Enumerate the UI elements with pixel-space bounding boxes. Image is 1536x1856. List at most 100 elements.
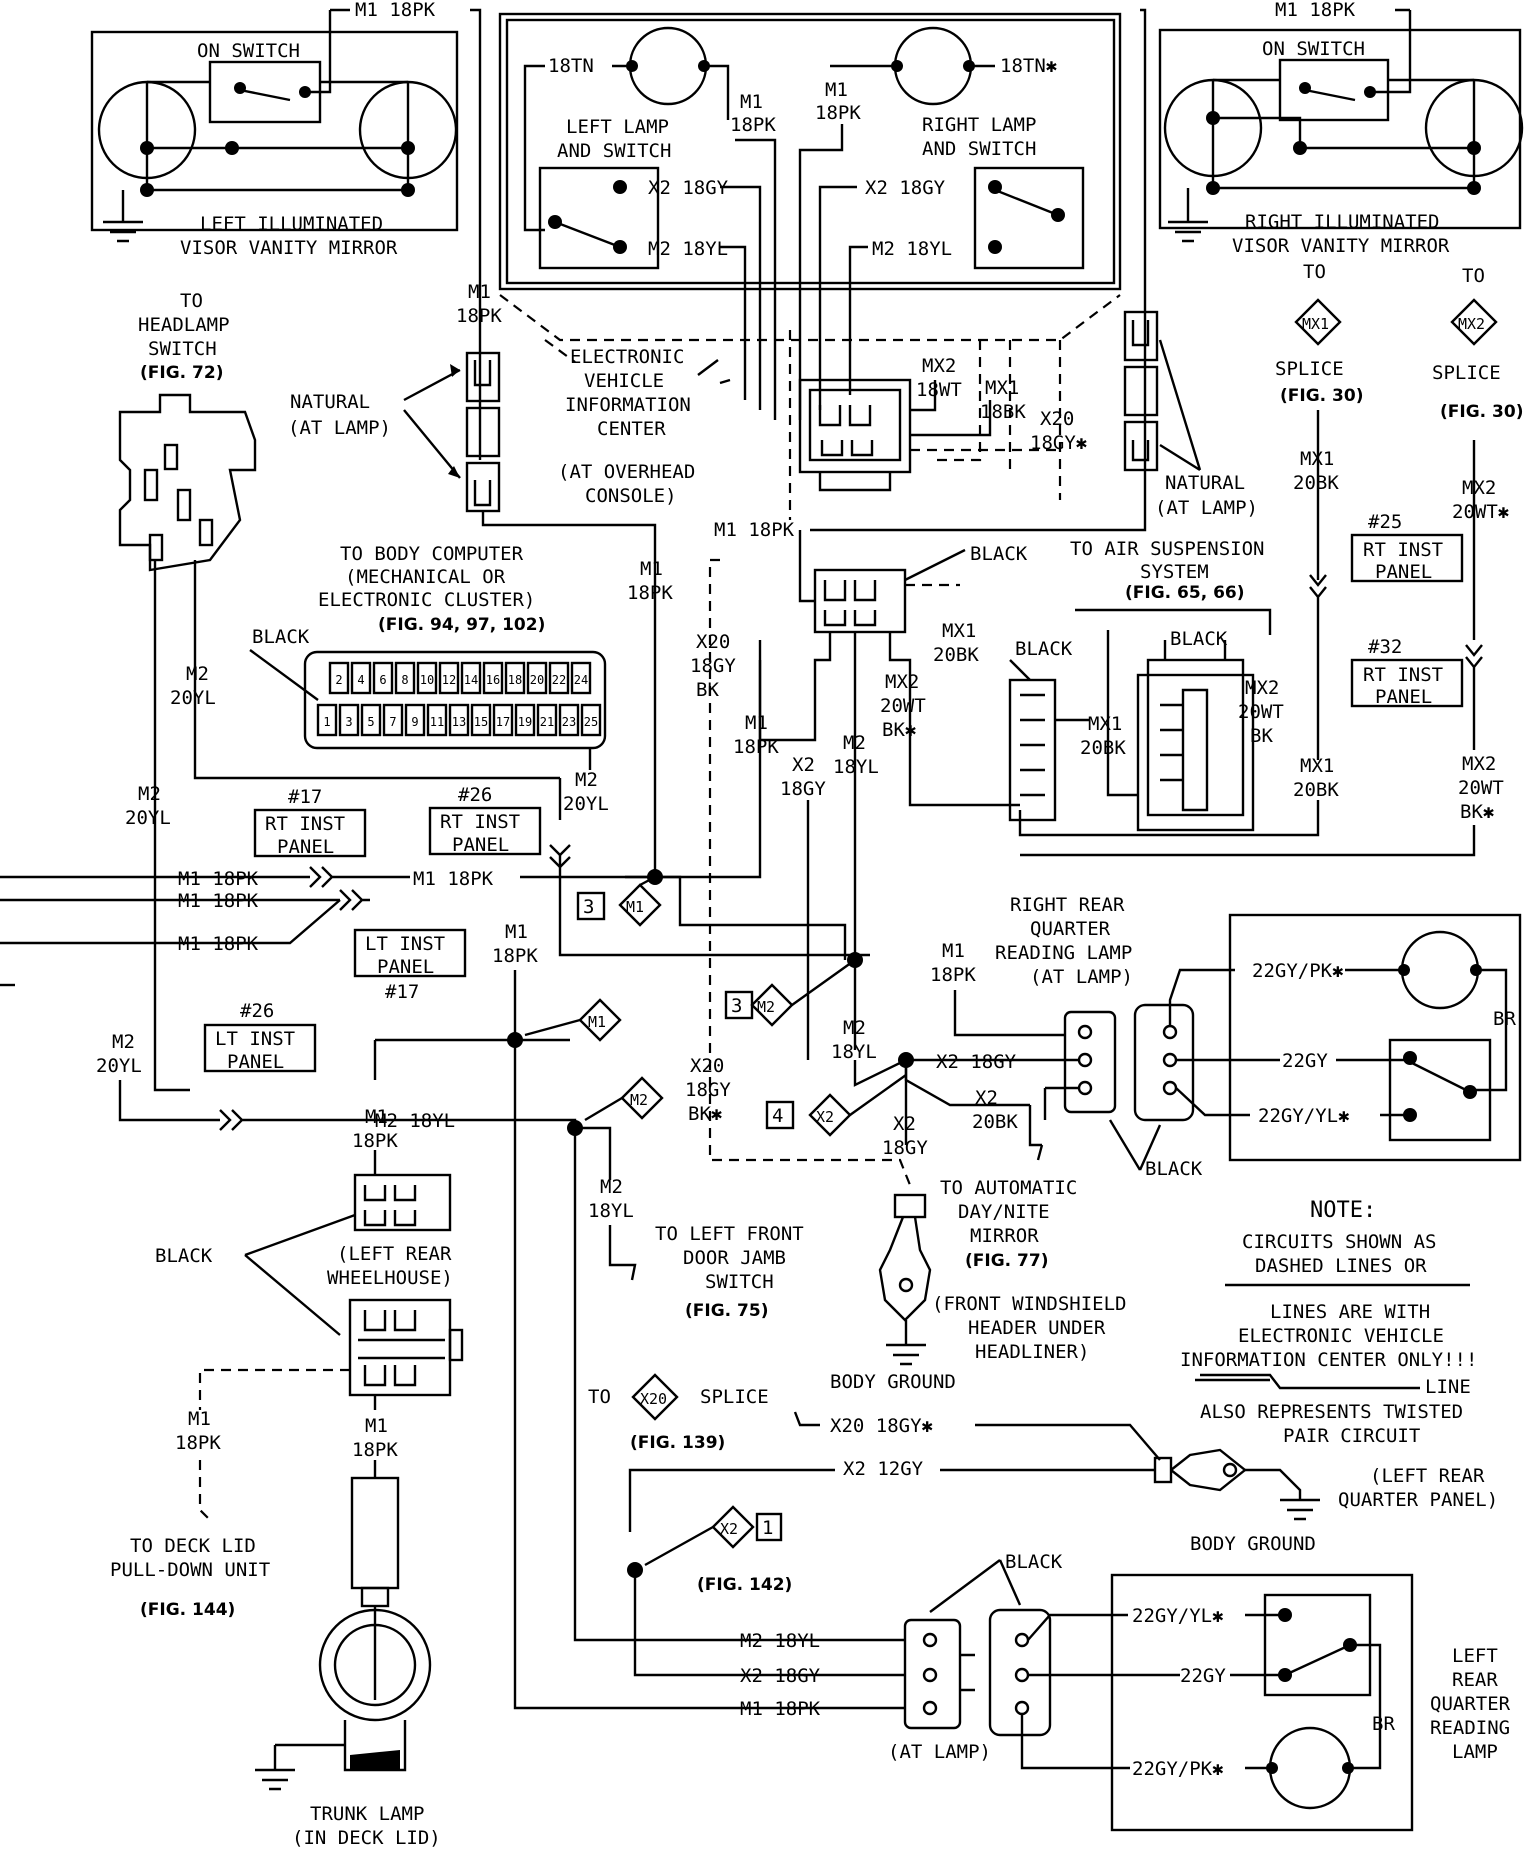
left-rear-reading-lamp: M2 18YL X2 18GY M1 18PK BLACK (AT LAMP) … [740,1551,1511,1832]
num26-b: #26 [240,1000,274,1022]
m2-18yl-h: M2 18YL [375,1110,455,1132]
pin-number: 3 [345,715,352,729]
x2-18gy-left: X2 18GY [648,177,729,199]
x2-18gy-c1: X2 [792,754,815,776]
x2-18gy-c2: 18GY [780,778,826,800]
m2-18yl-v1: M2 [600,1176,623,1198]
right-visor-label-2: VISOR VANITY MIRROR [1232,235,1450,257]
fig30-mx1: (FIG. 30) [1280,386,1363,406]
x20-bk-1: X20 [690,1055,724,1077]
pin-cell [328,661,350,695]
m1-label-b: M1 [825,79,848,101]
m1-18pk-h1: M1 18PK [178,868,259,890]
m2-20yl-c1: M2 [112,1031,135,1053]
note: NOTE: CIRCUITS SHOWN AS DASHED LINES OR … [1180,1198,1477,1447]
pk18-center-1: 18PK [627,582,673,604]
mx1-20bk-air1: MX1 [1088,713,1122,735]
num26-a: #26 [458,784,492,806]
m1-trunk-1: M1 [365,1415,388,1437]
pin-cell [372,661,394,695]
br-b: BR [1372,1713,1395,1735]
natural-connectors: M1 18PK NATURAL (AT LAMP) NATURAL (AT LA… [288,281,1258,870]
fig139: (FIG. 139) [630,1433,725,1453]
m2-18yl-b: M2 18YL [740,1630,820,1652]
overhead-1: (AT OVERHEAD [558,461,695,483]
fig77: (FIG. 77) [965,1251,1048,1271]
note-2: DASHED LINES OR [1255,1255,1427,1277]
to-left-front-3: SWITCH [705,1271,774,1293]
mx1-20bk-r3: MX1 [1300,755,1334,777]
evic-4: CENTER [597,418,666,440]
m2-20yl-b1: M2 [138,783,161,805]
m2-20yl-d2: 20YL [563,793,609,815]
x20-c2: 18GY [690,655,736,677]
to-x20: TO [588,1386,611,1408]
num17-b: #17 [385,981,419,1003]
fig30-mx2: (FIG. 30) [1440,402,1523,422]
lower-center: M2 18YL M1 M2 M2 18YL TO LEFT FRONT DOOR… [110,998,870,1849]
gy22-a: 22GY [1282,1050,1328,1072]
left-rear-qp-2: QUARTER PANEL) [1338,1489,1498,1511]
m2-20yl-b2: 20YL [125,807,171,829]
tn18-right: 18TN✱ [1000,55,1057,77]
black-lr: BLACK [1005,1551,1063,1573]
mx2-20wt-bk-r2: 20WT [1458,777,1504,799]
pin-number: 21 [540,715,554,729]
pin-cell [438,661,460,695]
m2-20yl-a1: M2 [186,663,209,685]
m2-20yl-c2: 20YL [96,1055,142,1077]
x2-diamond-b: X2 [720,1520,738,1538]
to-body-2: (MECHANICAL OR [345,566,506,588]
trunk-1: TRUNK LAMP [310,1803,424,1825]
trunk-2: (IN DECK LID) [292,1827,441,1849]
panel-32: PANEL [1375,686,1432,708]
x2-18gy-right: X2 18GY [865,177,946,199]
evic-1: ELECTRONIC [570,346,684,368]
m1-18pk-mid: M1 18PK [714,519,795,541]
front-ws-1: (FRONT WINDSHIELD [932,1293,1126,1315]
m2-18yl-right: M2 18YL [872,238,952,260]
left-rear-lamp-5: LAMP [1452,1741,1498,1763]
x2-18gy-e2: 18GY [882,1137,928,1159]
to-body-1: TO BODY COMPUTER [340,543,524,565]
evic-3: INFORMATION [565,394,691,416]
overhead-2: CONSOLE) [585,485,677,507]
right-rear-1: RIGHT REAR [1010,894,1125,916]
rt-inst-26: RT INST [440,811,520,833]
pin-cell [526,661,548,695]
x2-20bk-2: 20BK [972,1111,1018,1133]
to-mx2: TO [1462,265,1485,287]
fig65: (FIG. 65, 66) [1125,583,1245,603]
lt-inst-17: LT INST [365,933,445,955]
pin-number: 4 [357,673,364,687]
m1-center-1: M1 [640,558,663,580]
left-visor-label-2: VISOR VANITY MIRROR [180,237,398,259]
x2-20bk-1: X2 [975,1087,998,1109]
left-visor-label-1: LEFT ILLUMINATED [200,213,383,235]
pin-cell [504,661,526,695]
m1-natural-left-1: M1 [468,281,491,303]
x2-18gy-d: X2 18GY [936,1051,1017,1073]
to-auto-3: MIRROR [970,1225,1039,1247]
pin-cell [492,703,514,737]
m2-18yl-c2: 18YL [833,756,879,778]
panel-lt17: PANEL [377,956,434,978]
to-headlamp: TO [180,290,203,312]
pin-number: 20 [530,673,544,687]
left-visor-mirror: ON SWITCH LEFT ILLUMINATED VISOR VANITY … [90,0,482,460]
body-ground-b: BODY GROUND [1190,1533,1316,1555]
m1-diamond-b: M1 [588,1013,606,1031]
pin-cell [404,703,426,737]
m2-18yl-c4: 18YL [831,1041,877,1063]
pin-cell [558,703,580,737]
panel-17: PANEL [277,836,334,858]
headlamp-1: HEADLAMP [138,314,230,336]
m2-18yl-v2: 18YL [588,1200,634,1222]
pin-cell [470,703,492,737]
num4: 4 [772,1105,783,1127]
pin-number: 10 [420,673,434,687]
x20-bk-2: 18GY [685,1079,731,1101]
to-air-2: SYSTEM [1140,561,1209,583]
panel-26: PANEL [452,834,509,856]
mx1-18bk-2: 18BK [980,401,1026,423]
